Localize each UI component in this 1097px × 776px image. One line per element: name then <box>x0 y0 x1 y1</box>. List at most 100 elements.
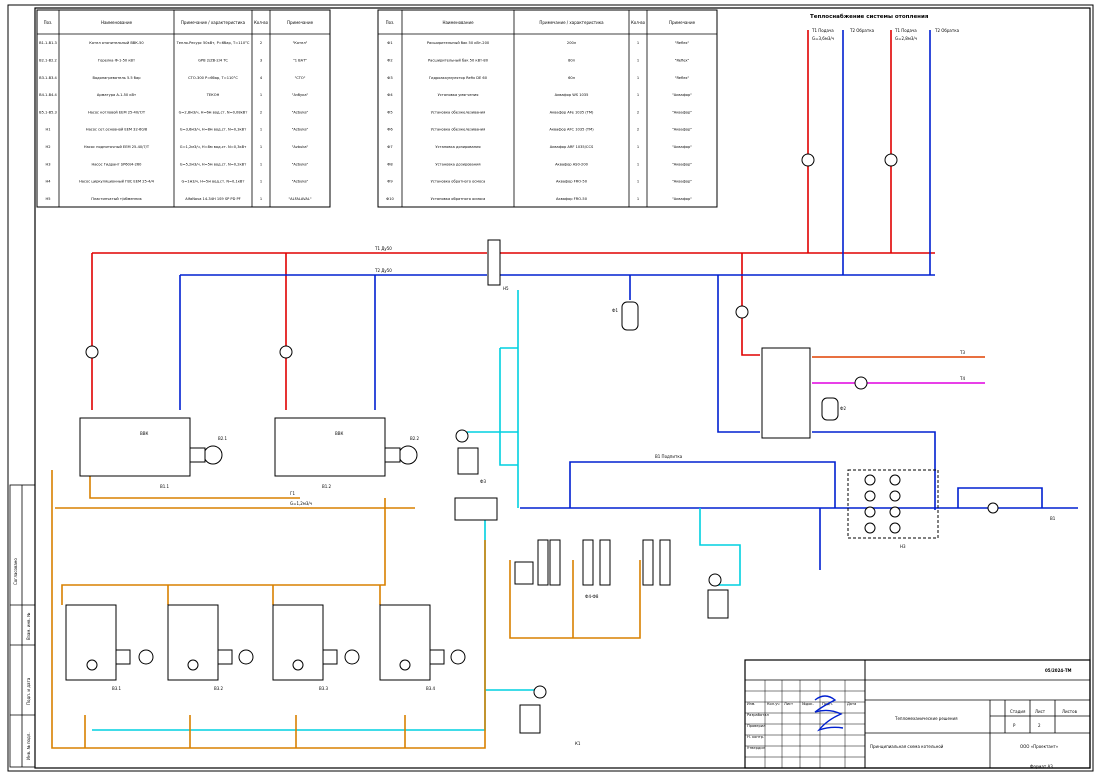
side-stamp-sign: Подп. и дата <box>26 677 31 705</box>
table-cell: "Аквафор" <box>672 197 692 201</box>
heater-3-label: В3.3 <box>319 686 329 691</box>
table-cell: 1 <box>637 145 639 149</box>
legend-return-2: Т2 Обратка <box>934 28 960 33</box>
flow-2: G=2,8м3/ч <box>895 36 917 41</box>
table-cell: Установка обратного осмоса <box>431 180 486 184</box>
table-cell: 1 <box>260 180 262 184</box>
table-cell: "Аквафор" <box>672 93 692 97</box>
stamp-col-header: Лист <box>784 702 793 706</box>
sheet-header: Лист <box>1035 709 1046 714</box>
signature <box>814 695 844 732</box>
heater-4-label: В3.4 <box>426 686 436 691</box>
table-cell: "Azbuka" <box>292 162 309 166</box>
make-up-label: В1 Подпитка <box>655 454 683 459</box>
table-cell: "Аквафор" <box>672 128 692 132</box>
table-cell: "Azbuka" <box>292 110 309 114</box>
legend-supply-1: Т1 Подача <box>811 28 834 33</box>
stamp-title: Тепломеханические решения <box>894 716 958 721</box>
table-cell: 1 <box>260 128 262 132</box>
boiler-1-tag: ВВК <box>140 431 148 436</box>
table-cell: Насос сет.основной ЕЕМ 32-60/8 <box>86 128 148 132</box>
table-cell: Аквафор FRO-50 <box>556 197 588 201</box>
table-header: Примечание <box>287 20 314 25</box>
table-cell: G=5,2м3/ч, H=5м вод.ст. N=0,2кВт <box>180 162 246 166</box>
table-cell: Насос подпиточный ЕЕМ 25-40/7/Т <box>84 145 150 149</box>
water-heaters <box>65 604 466 681</box>
table-cell: "Азбука" <box>292 93 309 97</box>
table-cell: "СТО" <box>295 76 306 80</box>
table-cell: Ф4 <box>387 93 393 97</box>
pump-group <box>864 474 901 534</box>
table-cell: "Azbuka" <box>292 128 309 132</box>
stamp-col-header: Кол.уч <box>767 702 779 706</box>
table-cell: 1 <box>637 180 639 184</box>
table-cell: Аквафор AFe 1035 (ТМ) <box>550 110 594 114</box>
table-cell: "Azbuka" <box>292 145 309 149</box>
table-cell: Установка дозирования <box>435 162 480 166</box>
table-cell: "Аквафор" <box>672 180 692 184</box>
stamp-col-header: №док. <box>802 702 814 706</box>
table-header: Поз. <box>386 20 395 25</box>
table-cell: Горелка Ф-1-50 кВт <box>98 58 135 62</box>
pump-group-frame <box>847 469 939 539</box>
table-cell: "Reflex" <box>675 76 690 80</box>
table-cell: "Reflex" <box>675 58 690 62</box>
boiler-2 <box>274 417 418 477</box>
table-cell: Насос Гидрант SP60/4-260 <box>92 162 143 166</box>
table-cell: Насос циркуляционный ГВС ЕЕМ 25-4/4 <box>79 180 154 184</box>
legend-title: Теплоснабжение системы отопления <box>810 13 929 20</box>
gas-label: Г1 <box>290 491 295 496</box>
table-header: Поз. <box>44 20 53 25</box>
main-return-label: Т2 Ду50 <box>374 268 392 273</box>
table-cell: В2.1-В2.2 <box>39 58 57 62</box>
table-header: Примечание / характеристика <box>539 20 604 25</box>
table-header: Примечание / характеристика <box>181 20 246 25</box>
table-cell: "Аквафор" <box>672 162 692 166</box>
table-cell: Установка обезжелезивания <box>431 128 486 132</box>
table-header: Примечание <box>669 20 696 25</box>
table-cell: Аквафор WS 1035 <box>555 93 589 97</box>
table-cell: "Котел" <box>293 41 308 45</box>
table-cell: Ф2 <box>387 58 392 62</box>
table-cell: 1 <box>637 76 639 80</box>
table-cell: Ф9 <box>387 180 393 184</box>
table-cell: "Azbuka" <box>292 180 309 184</box>
table-cell: G=3,6м3/ч, H=8м вод.ст. N=0,3кВт <box>180 128 246 132</box>
table-cell: 1 <box>260 162 262 166</box>
stamp-col-header: Дата <box>847 702 856 706</box>
table-cell: 1 <box>637 93 639 97</box>
table-cell: 80л <box>568 58 575 62</box>
table-cell: Тепло-Ресурс 50кВт, P=6бар, T=110°C <box>176 41 250 45</box>
stamp-sheet-title: Принципиальная схема котельной <box>870 744 944 749</box>
table-cell: Арматура A-1-50 кВт <box>97 93 136 97</box>
table-cell: 1 <box>260 145 262 149</box>
heater-1-label: В3.1 <box>112 686 122 691</box>
format-label: Формат А3 <box>1030 764 1053 769</box>
table-cell: G=1м3/ч, H=5м вод.ст. N=0,1кВт <box>182 180 245 184</box>
table-cell: 2 <box>637 110 639 114</box>
filters-label: Ф4-Ф8 <box>585 594 599 599</box>
stage-value: Р <box>1013 723 1016 728</box>
table-cell: 1 <box>260 93 262 97</box>
table-cell: "Аквафор" <box>672 110 692 114</box>
sheet-value: 2 <box>1038 723 1041 728</box>
table-cell: "ALFALAVAL" <box>289 197 312 201</box>
table-cell: Установка обезжелезивания <box>431 110 486 114</box>
table-cell: G=2,8м3/ч, H=6м вод.ст. N=0,08кВт <box>179 110 248 114</box>
sheets-header: Листов <box>1062 709 1078 714</box>
hydraulic-separator <box>761 347 811 439</box>
table-cell: Расширительный бак 50 кВт-200 <box>427 41 490 45</box>
tank-f3-label: Ф3 <box>480 479 486 484</box>
boiler-2-label: В1.2 <box>322 484 332 489</box>
heat-exchanger <box>487 239 501 286</box>
table-cell: Ф5 <box>387 110 392 114</box>
flow-1: G=3,6м3/ч <box>812 36 834 41</box>
inner-frame <box>34 7 1091 769</box>
side-stamp-inv: Инв. № подл. <box>26 732 31 760</box>
heat-exchanger-label: Н5 <box>503 286 509 291</box>
stamp-col-header: Изм. <box>747 702 755 706</box>
table-cell: В4.1-В4.4 <box>39 93 57 97</box>
